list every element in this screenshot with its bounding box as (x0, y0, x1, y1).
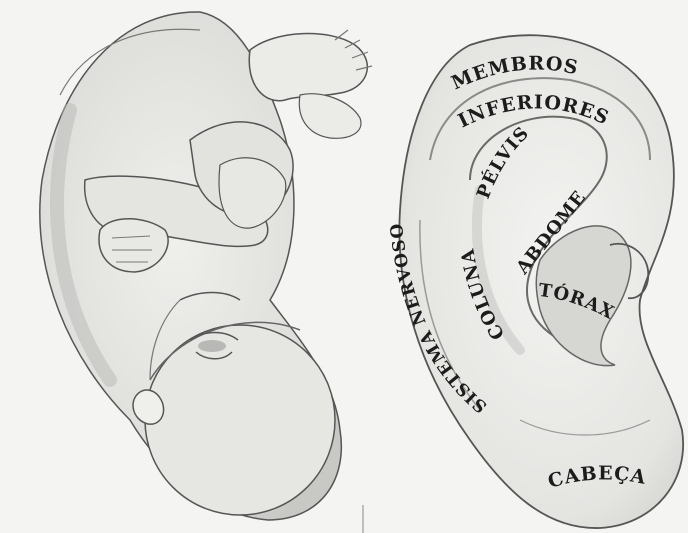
fetus-illustration (40, 12, 372, 520)
fetus-foot (249, 34, 367, 101)
